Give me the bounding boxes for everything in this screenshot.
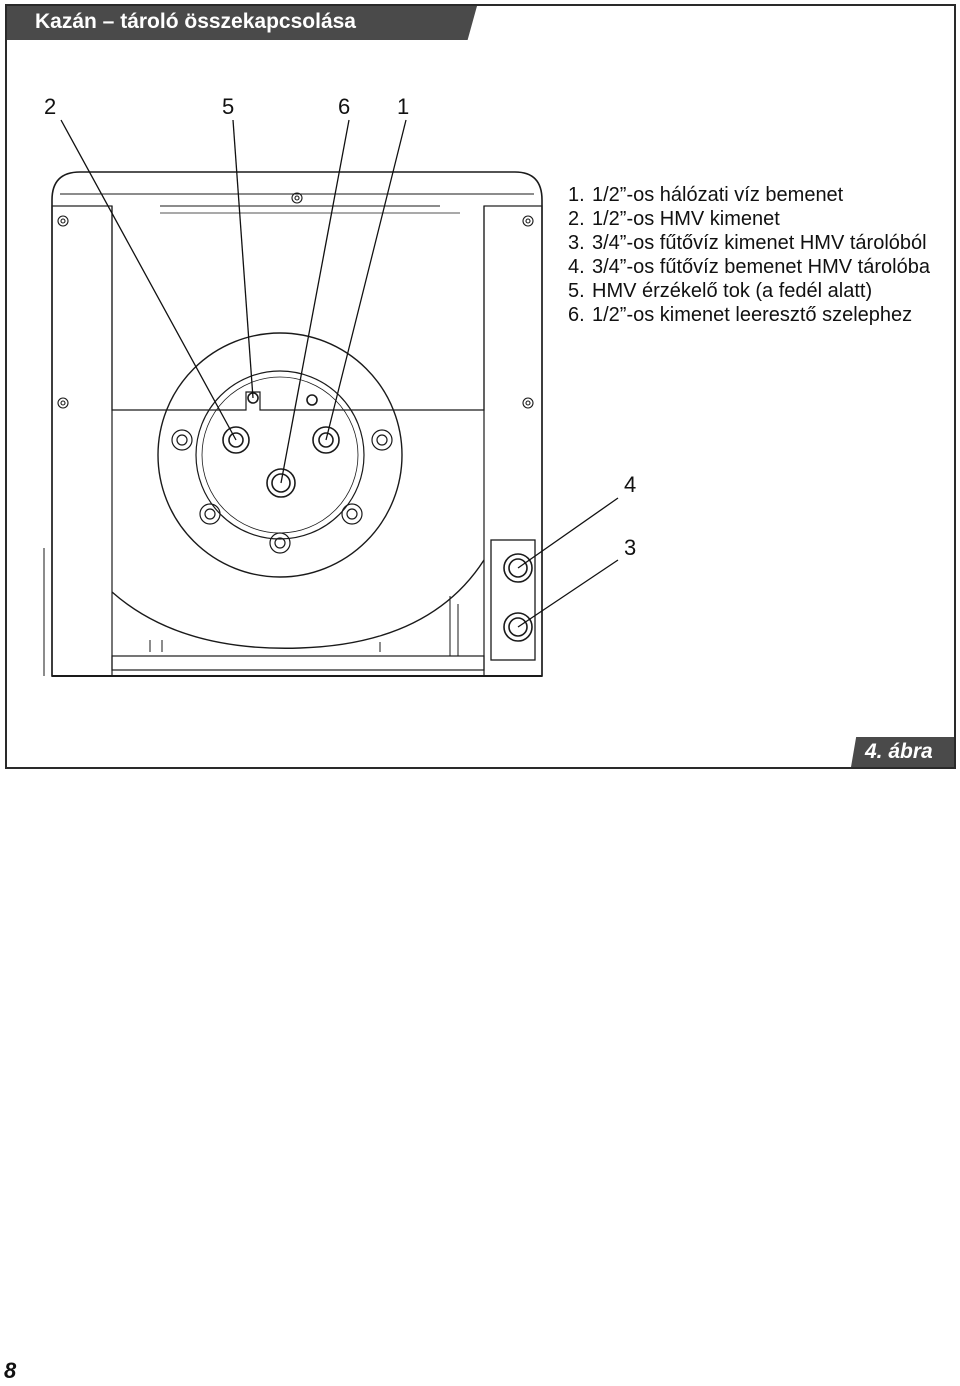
cold-water-inlet-connection <box>312 426 340 454</box>
leader-lines <box>60 119 619 628</box>
side-connection-lower <box>503 612 533 642</box>
callout-2: 2 <box>44 94 57 119</box>
bottom-rail <box>111 655 485 671</box>
page-number: 8 <box>4 1358 17 1383</box>
side-connection-upper <box>503 553 533 583</box>
callout-1: 1 <box>397 94 410 119</box>
legend-text: 1/2”-os HMV kimenet <box>592 208 780 230</box>
legend-item: 3. 3/4”-os fűtővíz kimenet HMV tárolóból <box>568 231 944 255</box>
legend-number: 5. <box>568 280 585 302</box>
callout-5: 5 <box>222 94 235 119</box>
legend-number: 6. <box>568 304 585 326</box>
boiler-housing-outline <box>51 171 543 677</box>
hmv-outlet-connection <box>222 426 250 454</box>
legend-number: 1. <box>568 184 585 206</box>
right-side-post <box>483 205 543 677</box>
figure-badge: 4. ábra <box>851 737 954 767</box>
legend-item: 6. 1/2”-os kimenet leeresztő szelephez <box>568 303 944 327</box>
callout-6: 6 <box>338 94 351 119</box>
legend-text: 1/2”-os hálózati víz bemenet <box>592 184 844 206</box>
side-connection-block <box>490 539 536 661</box>
legend: 1. 1/2”-os hálózati víz bemenet 2. 1/2”-… <box>568 183 944 327</box>
callout-4: 4 <box>624 472 637 497</box>
flange-bolts <box>171 429 393 554</box>
sensor-pocket-right <box>306 394 318 406</box>
legend-text: 3/4”-os fűtővíz kimenet HMV tárolóból <box>592 232 927 254</box>
figure-label: 4. ábra <box>865 740 933 763</box>
drain-connection <box>266 468 296 498</box>
tank-outline <box>111 559 485 649</box>
legend-item: 1. 1/2”-os hálózati víz bemenet <box>568 183 944 207</box>
housing-screws <box>57 192 534 409</box>
page-title: Kazán – tároló összekapcsolása <box>35 10 356 33</box>
legend-text: 1/2”-os kimenet leeresztő szelephez <box>592 304 913 326</box>
left-side-post <box>51 205 113 677</box>
legend-item: 4. 3/4”-os fűtővíz bemenet HMV tárolóba <box>568 255 944 279</box>
legend-text: HMV érzékelő tok (a fedél alatt) <box>592 280 873 302</box>
legend-number: 3. <box>568 232 585 254</box>
figure-frame: Kazán – tároló összekapcsolása 4. ábra <box>5 4 956 769</box>
boiler-drawing <box>43 119 619 677</box>
callout-3: 3 <box>624 535 637 560</box>
legend-item: 5. HMV érzékelő tok (a fedél alatt) <box>568 279 944 303</box>
legend-text: 3/4”-os fűtővíz bemenet HMV tárolóba <box>592 256 930 278</box>
legend-number: 2. <box>568 208 585 230</box>
tank-flange <box>157 332 403 578</box>
title-bar: Kazán – tároló összekapcsolása <box>7 6 477 40</box>
legend-number: 4. <box>568 256 585 278</box>
legend-item: 2. 1/2”-os HMV kimenet <box>568 207 944 231</box>
